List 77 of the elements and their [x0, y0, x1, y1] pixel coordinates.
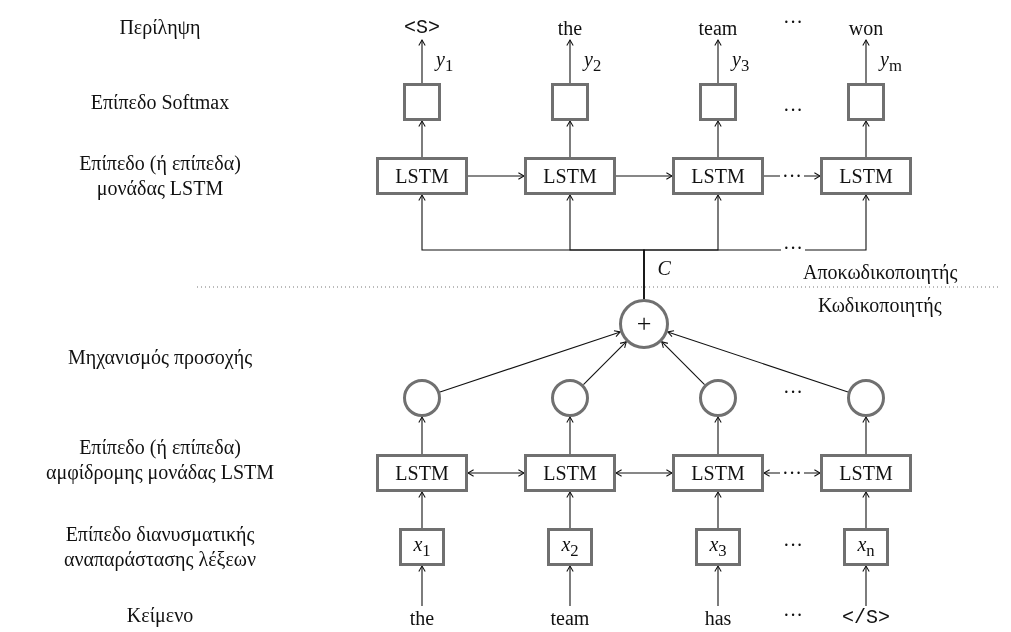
layer-label: Κείμενο [125, 602, 195, 628]
attention-circle [847, 379, 885, 417]
arrow [862, 120, 870, 158]
arrow [862, 416, 870, 455]
edge-label: y$_{2}$ [584, 48, 602, 75]
ellipsis: ··· [783, 602, 803, 628]
layer-label: Επίπεδο (ή επίπεδα) αμφίδρομης μονάδας LSTM [44, 435, 275, 485]
lstm-box: LSTM [672, 157, 764, 195]
output-token: the [542, 16, 598, 40]
arrow [467, 172, 525, 180]
arrow [467, 469, 525, 477]
embedding-box: x$_{n}$ [843, 528, 889, 566]
arrow [418, 491, 426, 529]
lstm-box: LSTM [820, 157, 912, 195]
arrow [643, 194, 870, 300]
arrow [615, 172, 673, 180]
arrow [566, 565, 574, 607]
layer-label: Επίπεδο (ή επίπεδα) μονάδας LSTM [78, 151, 242, 201]
lstm-box: LSTM [820, 454, 912, 492]
arrow [566, 491, 574, 529]
arrow [862, 491, 870, 529]
softmax-box [403, 83, 441, 121]
lstm-box: LSTM [524, 454, 616, 492]
arrow [418, 416, 426, 455]
lstm-box: LSTM [524, 157, 616, 195]
lstm-box: LSTM [376, 454, 468, 492]
ellipsis: ··· [783, 9, 803, 35]
softmax-box [551, 83, 589, 121]
embedding-box: x$_{2}$ [547, 528, 593, 566]
arrow [862, 39, 870, 84]
arrow [615, 469, 673, 477]
arrow [714, 120, 722, 158]
layer-label: Περίληψη [118, 14, 202, 40]
layer-label: Επίπεδο Softmax [89, 89, 231, 115]
arrow [714, 39, 722, 84]
layer-label: Μηχανισμός προσοχής [66, 344, 254, 370]
softmax-box [699, 83, 737, 121]
lstm-box: LSTM [376, 157, 468, 195]
arrow [566, 416, 574, 455]
ellipsis: ··· [783, 97, 803, 123]
output-token: won [838, 16, 894, 40]
softmax-box [847, 83, 885, 121]
output-token: team [690, 16, 746, 40]
layer-label: Επίπεδο διανυσματικής αναπαράστασης λέξεων [62, 522, 258, 572]
edge-label: y$_{3}$ [732, 48, 750, 75]
arrow [566, 39, 574, 84]
arrow [667, 330, 849, 393]
ellipsis: ··· [783, 532, 803, 558]
layer-label: Κωδικοποιητής [818, 292, 942, 318]
input-token: the [394, 606, 450, 630]
embedding-box: x$_{1}$ [399, 528, 445, 566]
layer-label: Αποκωδικοποιητής [803, 259, 958, 285]
lstm-box: LSTM [672, 454, 764, 492]
arrow [661, 341, 706, 386]
arrow [566, 120, 574, 158]
ellipsis: ··· [783, 379, 803, 405]
arrow [582, 341, 627, 386]
edge-label: C [657, 258, 671, 278]
output-token: <S> [394, 16, 450, 40]
attention-circle [699, 379, 737, 417]
arrow [714, 565, 722, 607]
input-token: team [542, 606, 598, 630]
arrow [418, 39, 426, 84]
attention-circle [403, 379, 441, 417]
arrow [418, 565, 426, 607]
input-token: has [690, 606, 746, 630]
edge-label: y$_{m}$ [880, 48, 902, 75]
sum-circle: + [619, 299, 669, 349]
edge-label: y$_{1}$ [436, 48, 454, 75]
arrow [418, 120, 426, 158]
arrow [714, 491, 722, 529]
arrow [862, 565, 870, 607]
attention-circle [551, 379, 589, 417]
arrow [714, 416, 722, 455]
embedding-box: x$_{3}$ [695, 528, 741, 566]
input-token: </S> [838, 606, 894, 630]
arrow [439, 330, 621, 393]
